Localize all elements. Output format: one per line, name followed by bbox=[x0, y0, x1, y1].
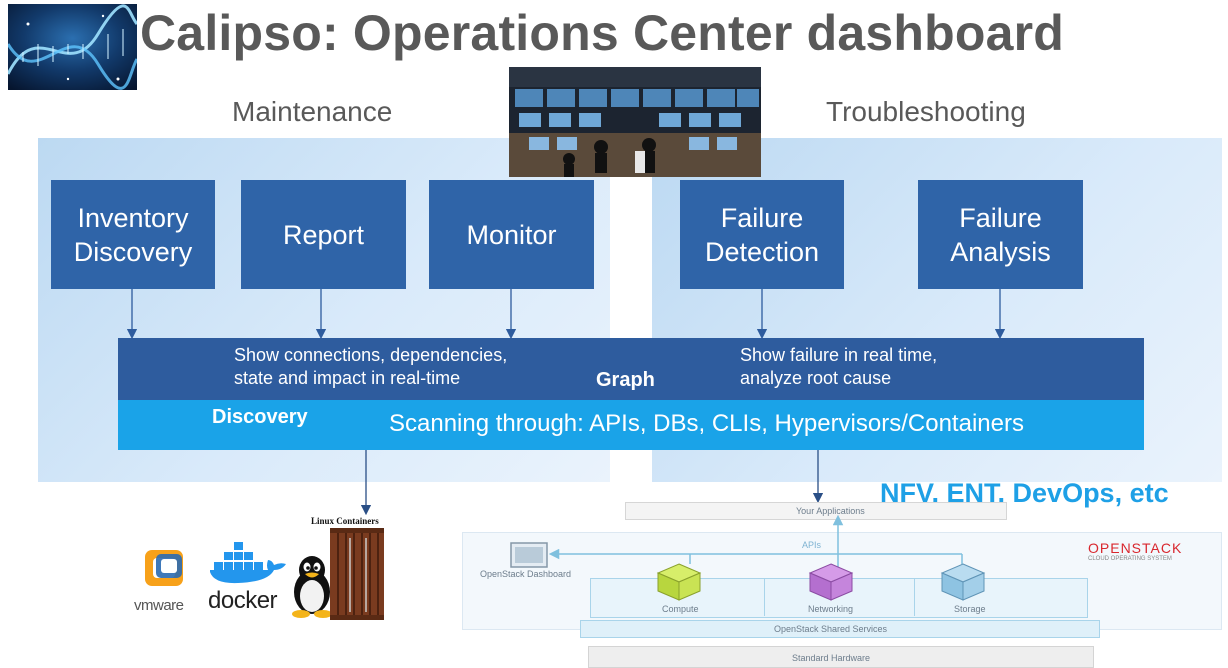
operations-center-photo bbox=[509, 67, 761, 177]
openstack-diagram: Your Applications OpenStack Dashboard AP… bbox=[462, 498, 1222, 668]
linux-containers-label: Linux Containers bbox=[311, 516, 379, 526]
dashboard-label: OpenStack Dashboard bbox=[480, 569, 572, 579]
maintenance-label: Maintenance bbox=[232, 96, 393, 127]
storage-label: Storage bbox=[954, 604, 986, 614]
page-title: Calipso: Operations Center dashboard bbox=[140, 5, 1065, 61]
inventory-discovery-line1: Inventory bbox=[77, 202, 189, 233]
tux-icon bbox=[288, 554, 336, 618]
failure-analysis-box: Failure Analysis bbox=[918, 180, 1083, 289]
graph-right-text: Show failure in real time, analyze root … bbox=[740, 344, 937, 390]
monitor-label: Monitor bbox=[466, 219, 557, 250]
apis-label: APIs bbox=[802, 540, 822, 550]
standard-hardware-label: Standard Hardware bbox=[792, 653, 871, 663]
failure-detection-box: Failure Detection bbox=[680, 180, 844, 289]
graph-bar: Show connections, dependencies, state an… bbox=[118, 338, 1144, 400]
docker-text: docker bbox=[208, 587, 278, 614]
shared-services-bar bbox=[580, 620, 1100, 638]
graph-left-line1: Show connections, dependencies, bbox=[234, 345, 508, 365]
failure-analysis-line1: Failure bbox=[959, 202, 1042, 233]
openstack-brand-sub: CLOUD OPERATING SYSTEM bbox=[1088, 556, 1172, 562]
openstack-brand: OPENSTACK bbox=[1088, 540, 1183, 556]
compute-divider bbox=[764, 578, 765, 616]
graph-right-line2: analyze root cause bbox=[740, 368, 892, 388]
your-applications-label: Your Applications bbox=[796, 506, 865, 516]
graph-right-line1: Show failure in real time, bbox=[740, 345, 938, 365]
inventory-discovery-line2: Discovery bbox=[73, 236, 193, 267]
networking-cube bbox=[808, 563, 854, 601]
graph-left-line2: state and impact in real-time bbox=[234, 368, 461, 388]
dna-image bbox=[8, 4, 137, 90]
compute-label: Compute bbox=[662, 604, 699, 614]
your-applications-bar bbox=[625, 502, 1007, 520]
graph-label: Graph bbox=[596, 369, 655, 391]
monitor-box: Monitor bbox=[429, 180, 594, 289]
discovery-scanning-text: Scanning through: APIs, DBs, CLIs, Hyper… bbox=[389, 410, 1024, 437]
shared-services-label: OpenStack Shared Services bbox=[774, 624, 888, 634]
failure-detection-line1: Failure bbox=[720, 202, 804, 233]
troubleshooting-label: Troubleshooting bbox=[826, 96, 1026, 127]
discovery-label: Discovery bbox=[212, 406, 308, 428]
graph-left-text: Show connections, dependencies, state an… bbox=[234, 344, 507, 390]
failure-analysis-line2: Analysis bbox=[950, 236, 1051, 267]
networking-label: Networking bbox=[808, 604, 854, 614]
failure-detection-line2: Detection bbox=[704, 236, 820, 267]
docker-logo: docker bbox=[208, 540, 292, 614]
vmware-logo: vmware bbox=[132, 548, 202, 614]
compute-cube bbox=[656, 563, 702, 601]
discovery-bar: Discovery Scanning through: APIs, DBs, C… bbox=[118, 400, 1144, 450]
linux-container-image bbox=[330, 528, 384, 620]
storage-cube bbox=[940, 563, 986, 601]
report-box: Report bbox=[241, 180, 406, 289]
storage-divider bbox=[914, 578, 915, 616]
vmware-text: vmware bbox=[134, 597, 184, 614]
inventory-discovery-box: Inventory Discovery bbox=[51, 180, 215, 289]
report-label: Report bbox=[282, 219, 365, 250]
dashboard-icon bbox=[510, 542, 548, 568]
